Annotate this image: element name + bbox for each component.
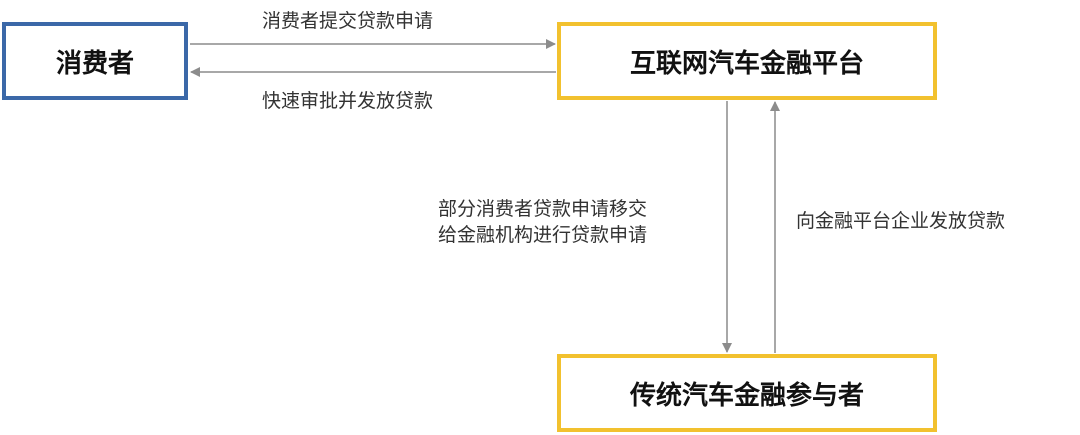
node-internet-auto-finance-platform: 互联网汽车金融平台 bbox=[557, 22, 937, 100]
edge-label-transfer-line1: 部分消费者贷款申请移交 bbox=[438, 198, 648, 220]
edge-label-transfer-line2: 给金融机构进行贷款申请 bbox=[438, 224, 648, 246]
edge-label-transfer-application: 部分消费者贷款申请移交 给金融机构进行贷款申请 bbox=[438, 196, 647, 248]
edge-label-submit-application: 消费者提交贷款申请 bbox=[262, 10, 434, 32]
node-consumer: 消费者 bbox=[2, 22, 188, 100]
edge-label-approve-and-issue: 快速审批并发放贷款 bbox=[262, 90, 434, 112]
node-traditional-auto-finance-participants: 传统汽车金融参与者 bbox=[557, 354, 937, 432]
node-consumer-label: 消费者 bbox=[55, 48, 134, 79]
node-platform-label: 互联网汽车金融平台 bbox=[629, 48, 864, 79]
edge-label-issue-to-platform: 向金融平台企业发放贷款 bbox=[796, 210, 1006, 232]
node-traditional-label: 传统汽车金融参与者 bbox=[629, 380, 864, 411]
